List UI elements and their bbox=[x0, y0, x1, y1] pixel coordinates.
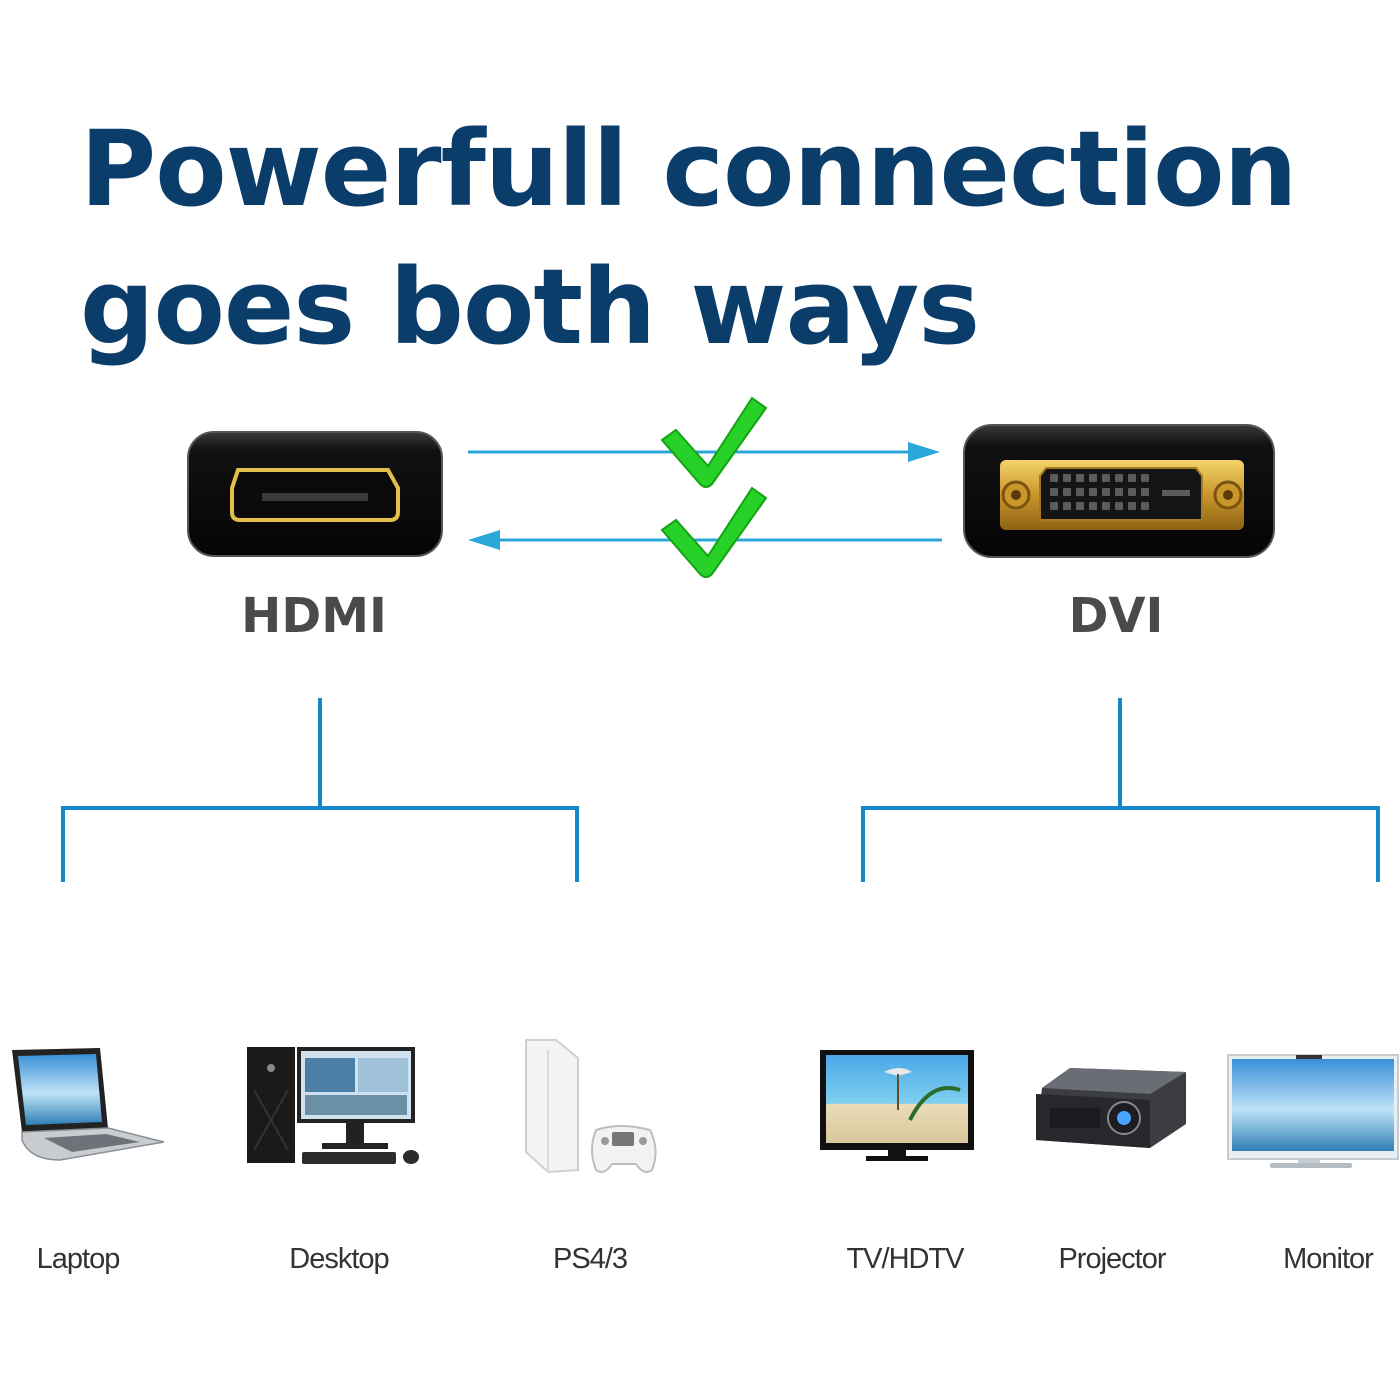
hdmi-port-icon bbox=[187, 431, 443, 557]
device-label-tv: TV/HDTV bbox=[846, 1243, 964, 1275]
device-label-laptop: Laptop bbox=[36, 1243, 121, 1275]
device-label-desktop: Desktop bbox=[289, 1243, 389, 1275]
tv-icon bbox=[820, 1050, 974, 1161]
check-icon-2 bbox=[660, 486, 768, 578]
device-label-monitor: Monitor bbox=[1283, 1243, 1374, 1275]
monitor-icon bbox=[1227, 1054, 1399, 1168]
headline: Powerfull connection goes both ways bbox=[80, 100, 1380, 376]
hdmi-label: HDMI bbox=[241, 588, 387, 644]
dvi-label: DVI bbox=[1068, 588, 1164, 644]
arrow-hdmi-to-dvi bbox=[468, 442, 940, 462]
desktop-icon bbox=[247, 1047, 419, 1164]
check-icon bbox=[660, 396, 768, 488]
headline-line-2: goes both ways bbox=[80, 246, 980, 368]
dvi-port-icon bbox=[963, 424, 1275, 558]
ps4-icon bbox=[525, 1039, 657, 1174]
dvi-tree bbox=[861, 698, 1380, 882]
headline-line-1: Powerfull connection bbox=[80, 108, 1298, 230]
hdmi-tree bbox=[61, 698, 579, 882]
arrow-dvi-to-hdmi bbox=[468, 530, 942, 550]
laptop-icon bbox=[12, 1048, 165, 1161]
projector-icon bbox=[1036, 1068, 1186, 1148]
device-label-projector: Projector bbox=[1058, 1243, 1166, 1275]
device-label-ps4: PS4/3 bbox=[553, 1243, 628, 1275]
